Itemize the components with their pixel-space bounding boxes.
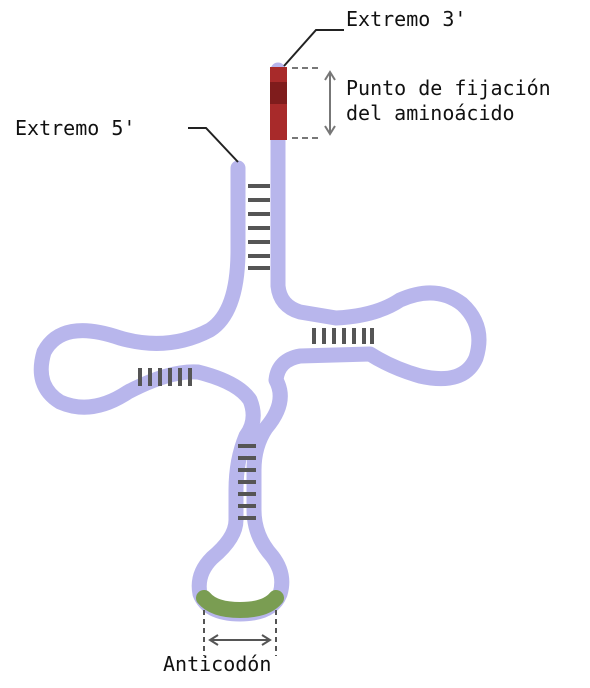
- t-arm-bonds: [312, 328, 374, 344]
- end5-leader-line: [188, 127, 239, 163]
- amino-acid-site-label-line2: del aminoácido: [346, 101, 515, 125]
- anticodon-bracket: [203, 610, 277, 656]
- d-arm-bonds: [138, 368, 192, 386]
- amino-acid-site-label-line1: Punto de fijación: [346, 76, 551, 100]
- end3-leader-line: [283, 29, 344, 67]
- amino-acid-site-shade: [270, 82, 287, 104]
- acceptor-stem-bonds: [248, 184, 270, 270]
- end3-label: Extremo 3': [346, 7, 467, 31]
- anticodon-segment: [196, 590, 284, 619]
- amino-acid-bracket: [292, 67, 336, 139]
- trna-strand: [33, 62, 487, 622]
- anticodon-label: Anticodón: [163, 652, 272, 676]
- anticodon-stem-bonds: [238, 444, 256, 520]
- end5-label: Extremo 5': [15, 116, 136, 140]
